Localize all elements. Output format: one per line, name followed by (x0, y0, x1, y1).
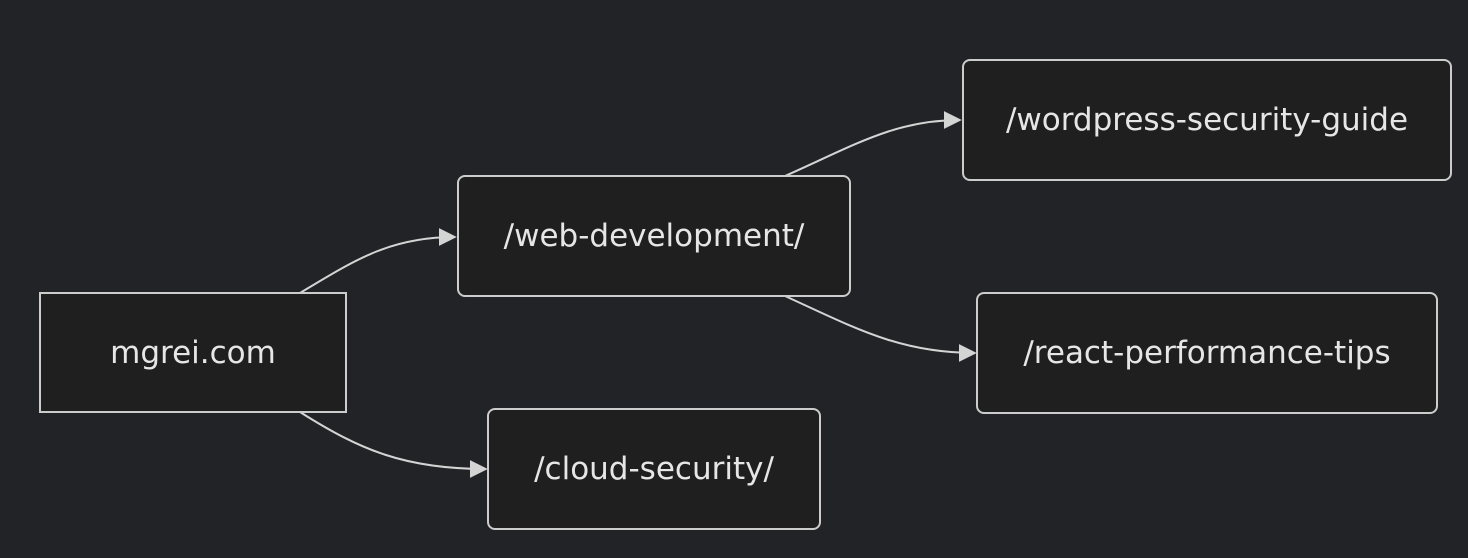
node-wordpress-security-guide-label: /wordpress-security-guide (1005, 102, 1409, 138)
node-cloud-security[interactable]: /cloud-security/ (487, 408, 821, 530)
node-wordpress-security-guide[interactable]: /wordpress-security-guide (962, 59, 1452, 181)
edge-root-to-cloud (299, 411, 488, 478)
node-root-label: mgrei.com (110, 334, 276, 371)
edge-root-to-webdev (299, 228, 457, 294)
node-react-performance-tips-label: /react-performance-tips (1023, 335, 1391, 371)
node-react-performance-tips[interactable]: /react-performance-tips (976, 292, 1438, 414)
edge-webdev-to-react (784, 295, 977, 362)
node-cloud-security-label: /cloud-security/ (534, 451, 774, 487)
node-root[interactable]: mgrei.com (39, 292, 347, 413)
edge-webdev-to-wp (784, 111, 962, 177)
node-web-development[interactable]: /web-development/ (457, 175, 851, 297)
node-web-development-label: /web-development/ (503, 218, 805, 254)
